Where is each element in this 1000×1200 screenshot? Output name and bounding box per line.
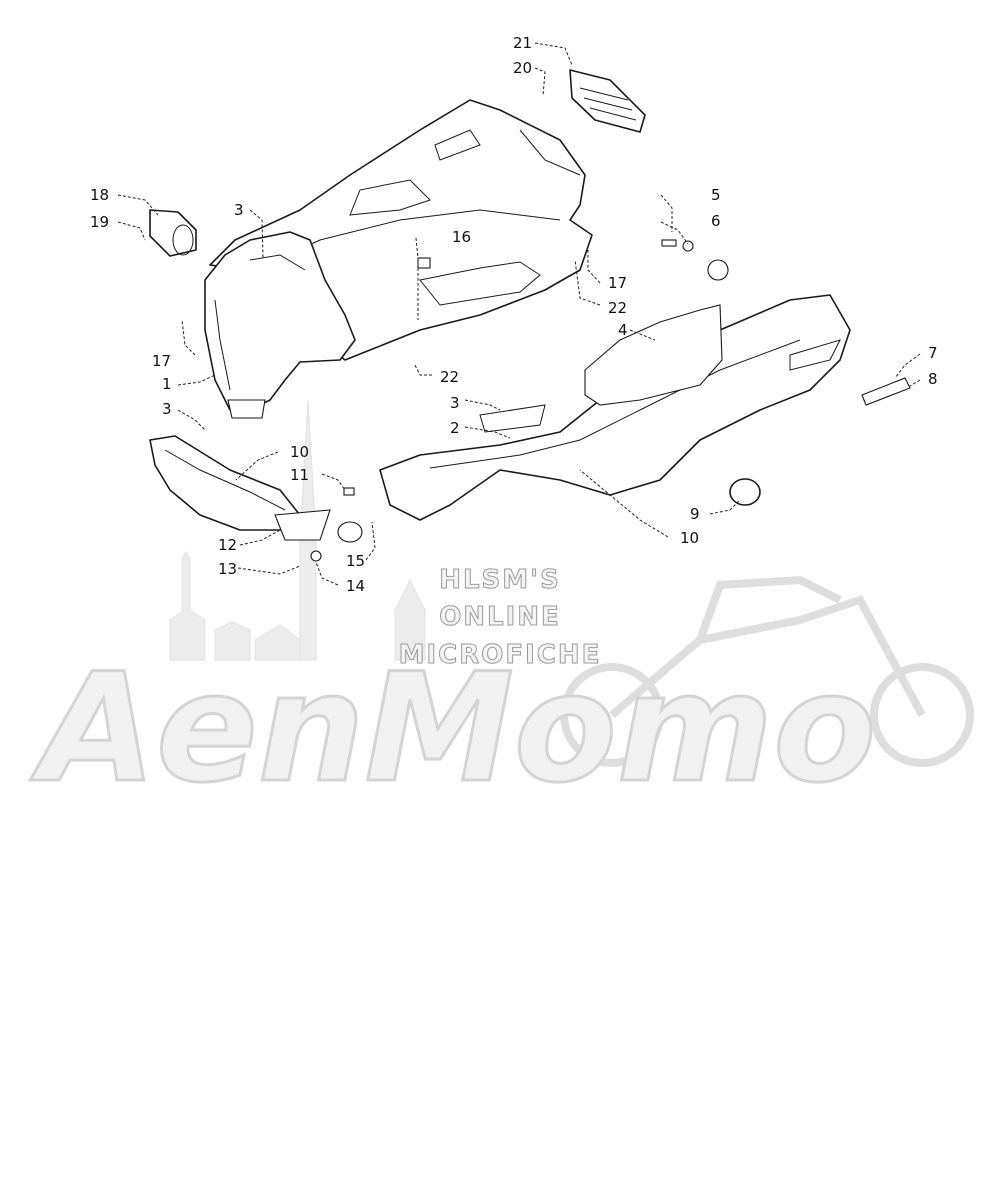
- callout-15: 15: [346, 552, 365, 570]
- callout-19: 19: [90, 213, 109, 231]
- watermark-line-1: HLSM'S: [439, 565, 561, 595]
- callout-18: 18: [90, 186, 109, 204]
- part-16-bracket: [417, 257, 431, 269]
- leader-lines: [117, 42, 921, 586]
- watermark-logo: AenMomo: [30, 642, 876, 816]
- callout-3-upper: 3: [234, 201, 244, 219]
- part-14-nut: [310, 550, 322, 562]
- callout-21: 21: [513, 34, 532, 52]
- watermark-line-3: MICROFICHE: [399, 640, 602, 670]
- callout-17-left: 17: [152, 352, 171, 370]
- part-21-rear-grip: [569, 69, 646, 133]
- watermark-motorcycle: [560, 575, 974, 767]
- part-9-cap: [729, 478, 761, 506]
- callout-17-right: 17: [608, 274, 627, 292]
- callout-20: 20: [513, 59, 532, 77]
- callout-6: 6: [711, 212, 721, 230]
- callouts: 21 20 18 19 3 16 17 22 5 6 4 17 1 22 7 8…: [90, 34, 938, 595]
- part-1-left-side-panel: [204, 231, 356, 419]
- callout-5: 5: [711, 186, 721, 204]
- part-6-washer: [682, 240, 729, 281]
- callout-12: 12: [218, 536, 237, 554]
- callout-16: 16: [452, 228, 471, 246]
- watermark-line-2: ONLINE: [439, 602, 561, 632]
- callout-3-left: 3: [162, 400, 172, 418]
- callout-22-center: 22: [440, 368, 459, 386]
- callout-2: 2: [450, 419, 460, 437]
- callout-1: 1: [162, 375, 172, 393]
- part-4-running-board-traction: [584, 304, 723, 406]
- callout-4: 4: [618, 321, 628, 339]
- part-5-bolt: [661, 239, 677, 247]
- callout-14: 14: [346, 577, 365, 595]
- callout-10-left: 10: [290, 443, 309, 461]
- callout-3-right: 3: [450, 394, 460, 412]
- part-7-reflector: [861, 377, 911, 406]
- callout-8: 8: [928, 370, 938, 388]
- watermark-skyline: [169, 399, 426, 661]
- part-18-boot: [149, 209, 197, 257]
- callout-22-right: 22: [608, 299, 627, 317]
- part-11-clip: [343, 487, 355, 496]
- part-15-grommet: [337, 521, 363, 543]
- callout-10-right: 10: [680, 529, 699, 547]
- callout-7: 7: [928, 344, 938, 362]
- callout-9: 9: [690, 505, 700, 523]
- part-12-front-bumper: [149, 435, 331, 541]
- callout-11: 11: [290, 466, 309, 484]
- part-2-right-side-panel: [379, 294, 851, 521]
- callout-13: 13: [218, 560, 237, 578]
